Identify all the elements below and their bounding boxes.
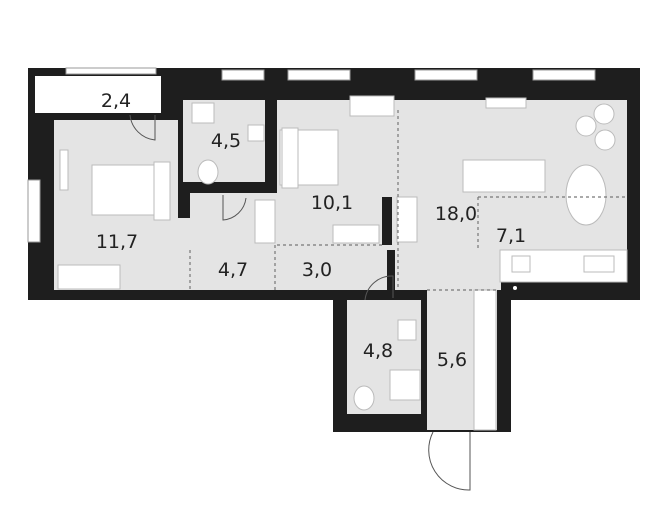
wardrobe-icon xyxy=(57,264,121,290)
door xyxy=(129,114,156,141)
sink-icon xyxy=(397,319,417,341)
area-label-hall: 4,7 xyxy=(218,259,248,281)
window xyxy=(27,179,41,243)
sink-icon xyxy=(511,255,531,273)
stove-icon xyxy=(583,255,615,273)
bedroom-1-extension xyxy=(178,218,190,290)
entrance-door xyxy=(428,431,471,491)
radiator-icon xyxy=(59,149,69,191)
tv-unit-icon xyxy=(485,97,527,109)
window xyxy=(532,69,596,81)
window xyxy=(287,69,351,81)
wardrobe-icon xyxy=(396,196,418,243)
window xyxy=(65,67,157,75)
toilet-icon xyxy=(353,385,375,411)
area-label-corridor: 3,0 xyxy=(302,259,332,281)
coffee-table-icon xyxy=(575,115,597,137)
area-label-bedroom-1: 11,7 xyxy=(96,231,138,253)
wardrobe-icon xyxy=(473,289,497,431)
window xyxy=(414,69,478,81)
nightstands-icon xyxy=(153,161,171,221)
bed-icon xyxy=(91,164,155,216)
area-label-bathroom-1: 4,5 xyxy=(211,130,241,152)
area-label-bathroom-2: 4,8 xyxy=(363,340,393,362)
area-label-kitchen: 7,1 xyxy=(496,225,526,247)
dining-table-icon xyxy=(565,164,607,226)
riser-icon xyxy=(513,286,517,290)
toilet-icon xyxy=(197,159,219,185)
door xyxy=(364,275,394,301)
shower-icon xyxy=(191,102,215,124)
kitchen-area xyxy=(395,250,501,290)
desk-icon xyxy=(349,95,395,117)
balcony xyxy=(35,76,161,113)
armchair-icon xyxy=(594,129,616,151)
area-label-balcony: 2,4 xyxy=(101,90,131,112)
shower-icon xyxy=(389,369,421,401)
partition-wall xyxy=(382,197,392,245)
area-label-living-room: 18,0 xyxy=(435,203,477,225)
area-label-bedroom-2: 10,1 xyxy=(311,192,353,214)
sofa-icon xyxy=(462,159,546,193)
headboard-icon xyxy=(281,127,299,189)
wardrobe-icon xyxy=(254,199,276,244)
door xyxy=(222,195,247,221)
wardrobe-icon xyxy=(332,224,380,244)
sink-icon xyxy=(247,124,265,142)
window xyxy=(221,69,265,81)
armchair-icon xyxy=(593,103,615,125)
area-label-entrance-hall: 5,6 xyxy=(437,349,467,371)
